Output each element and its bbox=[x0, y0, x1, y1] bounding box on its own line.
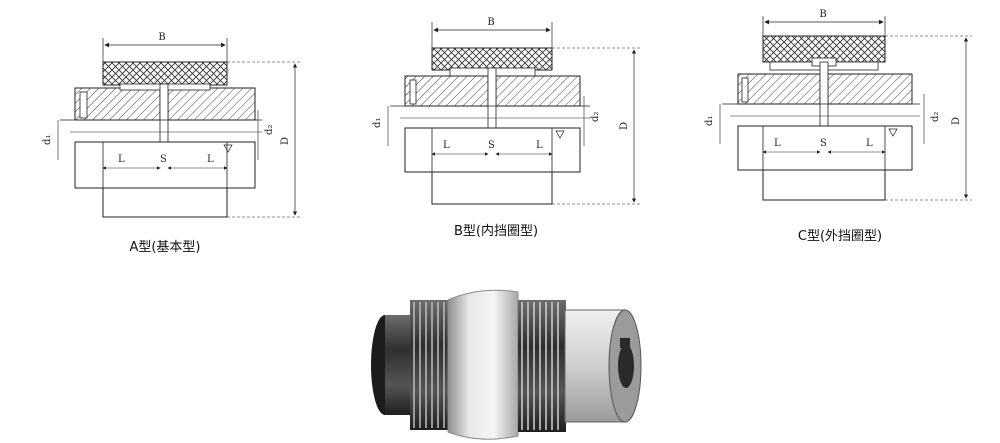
label-b: B bbox=[819, 9, 826, 20]
label-b: B bbox=[487, 17, 494, 28]
caption-type-c: C型(外挡圈型) bbox=[798, 229, 882, 244]
label-d2: d₂ bbox=[264, 125, 275, 135]
hub-right bbox=[495, 75, 581, 107]
hub-right bbox=[827, 73, 913, 105]
hub-left bbox=[404, 75, 489, 107]
caption-type-a: A型(基本型) bbox=[129, 240, 200, 255]
label-l-left: L bbox=[118, 154, 125, 165]
label-d1: d₁ bbox=[704, 116, 715, 126]
label-b: B bbox=[158, 32, 165, 43]
label-l-right: L bbox=[207, 154, 214, 165]
label-D: D bbox=[280, 137, 291, 145]
hub-right bbox=[167, 87, 256, 121]
label-l-right: L bbox=[866, 138, 873, 149]
label-D: D bbox=[951, 117, 962, 125]
label-l-left: L bbox=[774, 138, 781, 149]
label-d2: d₂ bbox=[590, 112, 601, 122]
label-s: S bbox=[160, 154, 167, 165]
label-s: S bbox=[820, 138, 827, 149]
label-d1: d₁ bbox=[42, 135, 53, 145]
label-D: D bbox=[619, 122, 630, 130]
diagram-type-a: B L S L d₁ d₂ D A型(基本 bbox=[42, 32, 300, 255]
drum-gear-coupling-photo-icon bbox=[371, 289, 642, 440]
outer-sleeve bbox=[431, 47, 553, 71]
label-d1: d₁ bbox=[372, 118, 383, 128]
diagram-type-c: B L S L d₁ d₂ D C型(外挡圈型) bbox=[704, 9, 972, 244]
hub-left bbox=[737, 73, 821, 105]
hub-left bbox=[74, 87, 161, 121]
diagram-type-b: B L S L d₁ d₂ D B型(内挡圈型) bbox=[372, 17, 640, 239]
label-s: S bbox=[488, 140, 495, 151]
outer-sleeve bbox=[102, 61, 228, 86]
label-l-left: L bbox=[443, 140, 450, 151]
label-d2: d₂ bbox=[930, 112, 941, 122]
caption-type-b: B型(内挡圈型) bbox=[454, 223, 538, 239]
label-l-right: L bbox=[536, 140, 543, 151]
